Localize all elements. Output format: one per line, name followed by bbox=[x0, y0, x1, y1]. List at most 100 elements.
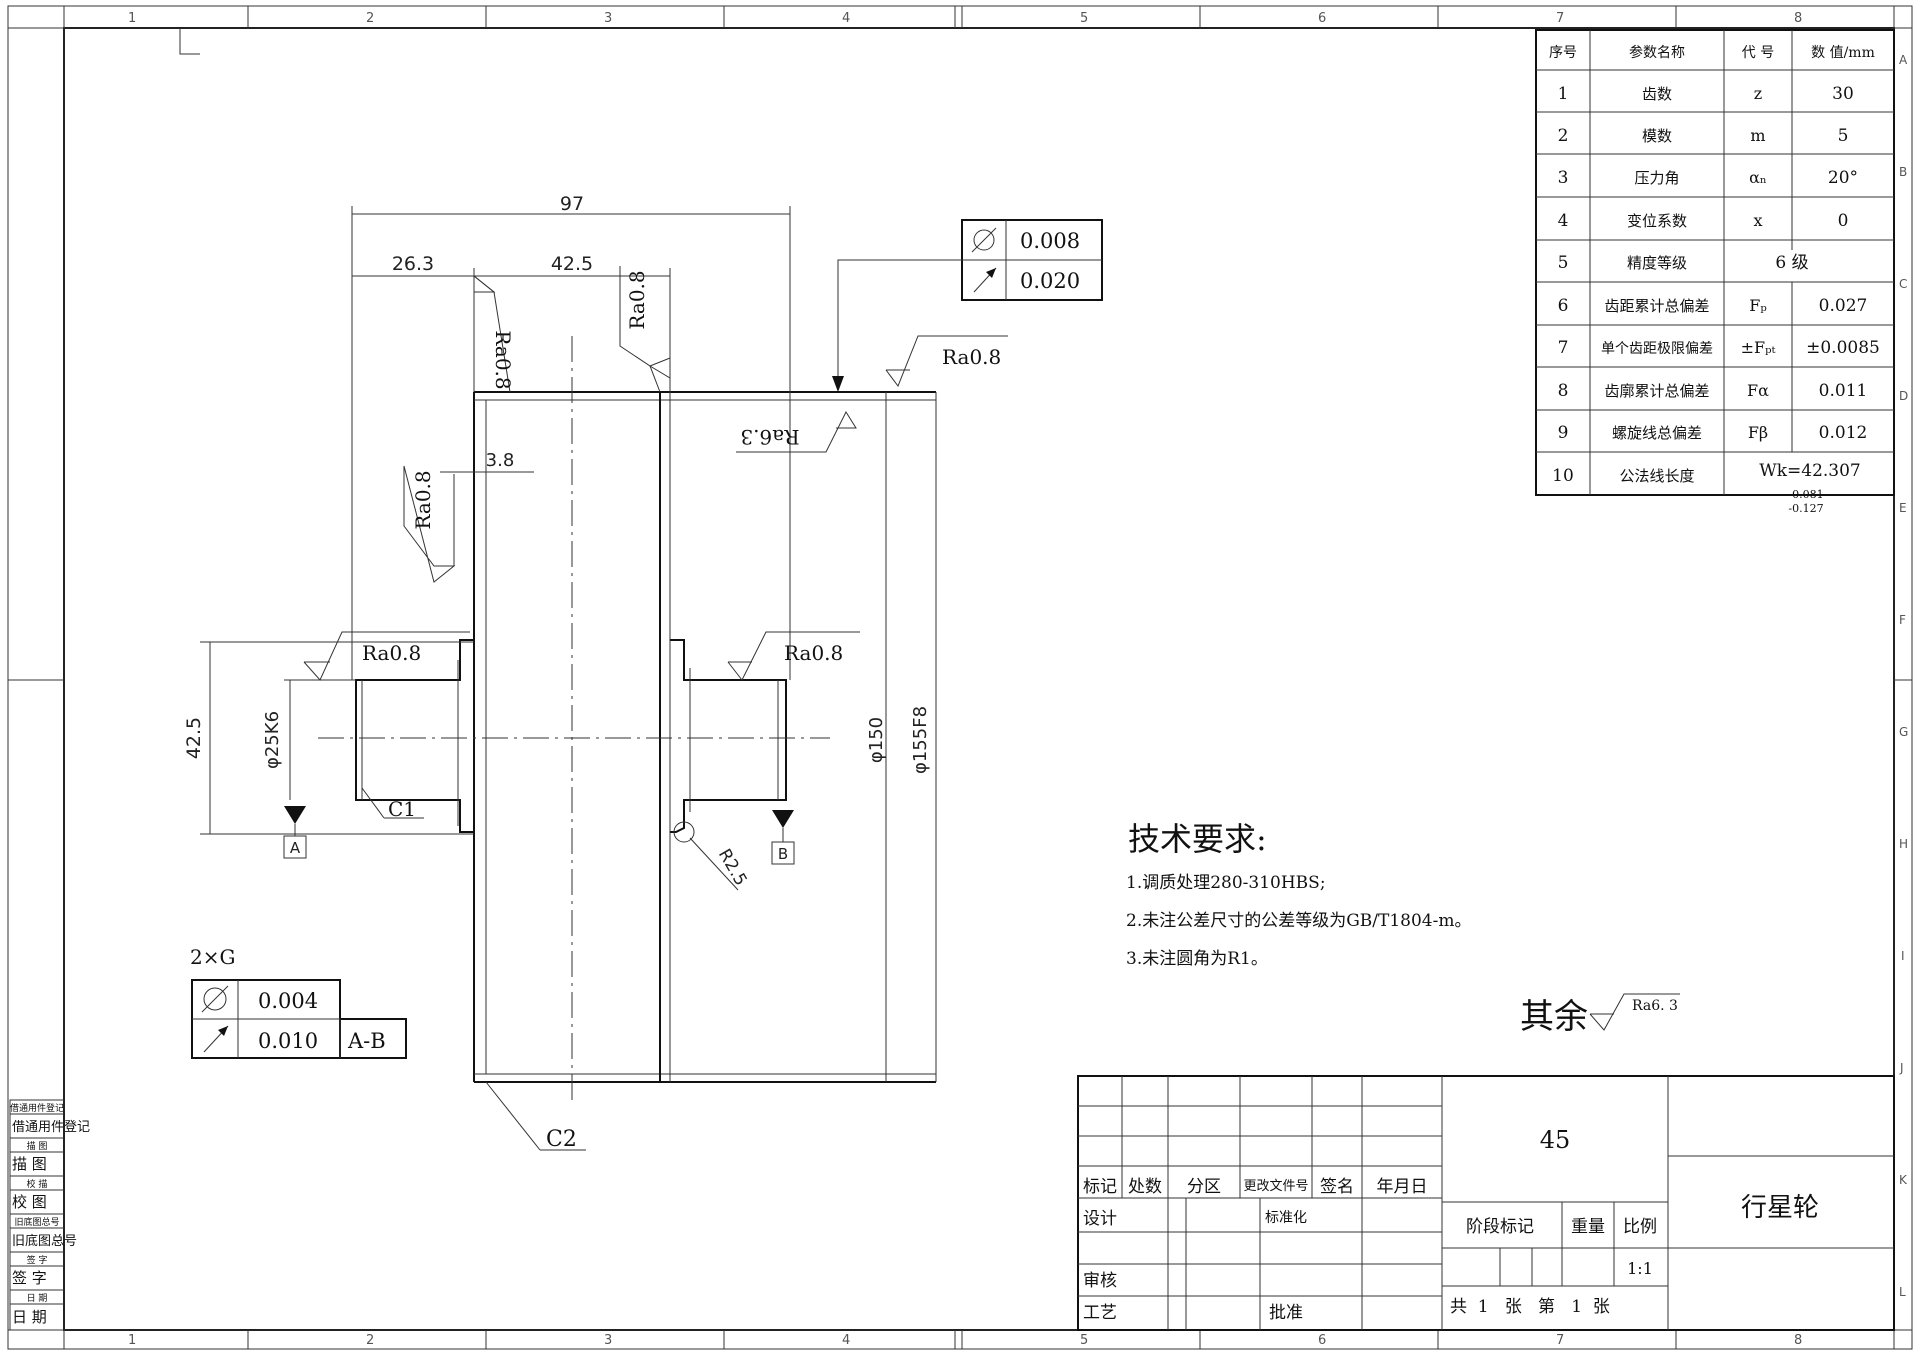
row-value: ±0.0085 bbox=[1806, 338, 1880, 358]
row-no: 6 bbox=[1558, 296, 1569, 316]
wk-tolerance-upper: -0.081 bbox=[1788, 488, 1823, 501]
row-no: 1 bbox=[1558, 84, 1569, 104]
tolerance-frame-top: 0.008 0.020 bbox=[832, 219, 1103, 392]
wk-tolerance-lower: -0.127 bbox=[1788, 502, 1823, 515]
row-name: 螺旋线总偏差 bbox=[1612, 424, 1702, 442]
roughness-ra08-right-shaft: Ra0.8 bbox=[727, 631, 860, 681]
title-sheets: 共 1 张 第 1 张 bbox=[1450, 1297, 1610, 1317]
row-no: 10 bbox=[1552, 466, 1574, 486]
tech-req-item: 2.未注公差尺寸的公差等级为GB/T1804-m。 bbox=[1126, 911, 1472, 931]
chamfer-c1: C1 bbox=[361, 787, 424, 821]
other-roughness-label: 其余 bbox=[1520, 997, 1588, 1037]
dimension-97: 97 bbox=[351, 193, 791, 680]
row-letter: K bbox=[1899, 1173, 1908, 1187]
table-header: 数 值/mm bbox=[1811, 45, 1875, 61]
dimension-42-5-top: 42.5 bbox=[474, 253, 671, 392]
tech-req-title: 技术要求: bbox=[1128, 820, 1267, 858]
col-number: 8 bbox=[1794, 1333, 1802, 1348]
roughness-label: Ra0.8 bbox=[942, 345, 1001, 369]
dimension-26-3: 26.3 bbox=[352, 253, 475, 392]
title-h-sign: 签名 bbox=[1320, 1177, 1354, 1197]
row-code: z bbox=[1754, 84, 1762, 103]
row-no: 7 bbox=[1558, 338, 1569, 358]
roughness-label: Ra6.3 bbox=[740, 425, 799, 449]
row-code: Fβ bbox=[1748, 423, 1768, 442]
sheet-frame bbox=[7, 5, 1913, 1350]
side-item: 借通用件登记 bbox=[12, 1120, 90, 1135]
row-name: 压力角 bbox=[1634, 169, 1679, 187]
col-number: 8 bbox=[1794, 11, 1802, 26]
row-code: Fα bbox=[1747, 381, 1769, 400]
side-item: 校 图 bbox=[12, 1193, 47, 1211]
dim-phi150-label: φ150 bbox=[866, 717, 887, 763]
col-number: 4 bbox=[842, 1333, 850, 1348]
row-letter: C bbox=[1899, 277, 1907, 291]
column-labels-bottom: 1 2 3 4 5 6 7 8 bbox=[128, 1330, 1802, 1349]
column-labels-top: 1 2 3 4 5 6 7 8 bbox=[128, 6, 1802, 28]
row-no: 5 bbox=[1558, 253, 1569, 273]
row-no: 4 bbox=[1558, 211, 1569, 231]
dim-42-5-left-label: 42.5 bbox=[183, 717, 205, 759]
row-value: 20° bbox=[1828, 168, 1858, 188]
radius-r2-5-label: R2.5 bbox=[714, 846, 751, 890]
title-material: 45 bbox=[1540, 1126, 1571, 1154]
dim-3-8-label: 3.8 bbox=[486, 450, 515, 471]
side-item: 描 图 bbox=[12, 1155, 47, 1173]
circular-runout-icon bbox=[971, 227, 997, 253]
table-header: 序号 bbox=[1549, 45, 1577, 61]
row-no: 3 bbox=[1558, 168, 1569, 188]
row-no: 8 bbox=[1558, 381, 1569, 401]
row-letter: E bbox=[1899, 501, 1907, 515]
datum-a-label: A bbox=[290, 839, 301, 857]
row-value: 30 bbox=[1832, 84, 1854, 104]
row-value: 0.012 bbox=[1819, 423, 1868, 443]
col-number: 5 bbox=[1080, 11, 1088, 26]
row-value: 0.027 bbox=[1819, 296, 1868, 316]
row-letter: B bbox=[1899, 165, 1907, 179]
row-value: 5 bbox=[1838, 126, 1849, 146]
row-value: 6 级 bbox=[1775, 253, 1808, 273]
roughness-ra08-top-left: Ra0.8 bbox=[473, 274, 515, 393]
title-weight: 重量 bbox=[1571, 1217, 1605, 1237]
roughness-ra08-top-right: Ra0.8 bbox=[619, 266, 671, 393]
technical-requirements: 技术要求: 1.调质处理280-310HBS; 2.未注公差尺寸的公差等级为GB… bbox=[1126, 820, 1472, 969]
row-no: 9 bbox=[1558, 423, 1569, 443]
title-scale: 1:1 bbox=[1627, 1259, 1653, 1278]
col-number: 2 bbox=[366, 11, 374, 26]
row-no: 2 bbox=[1558, 126, 1569, 146]
row-value: 0 bbox=[1838, 211, 1849, 231]
title-approve: 批准 bbox=[1269, 1303, 1303, 1323]
other-roughness: 其余 Ra6. 3 bbox=[1520, 993, 1680, 1037]
title-h-marks: 标记 bbox=[1083, 1177, 1117, 1197]
col-number: 3 bbox=[604, 1333, 612, 1348]
tol-runout-value: 0.010 bbox=[258, 1029, 318, 1053]
tol-datum-value: A-B bbox=[347, 1029, 386, 1053]
title-process: 工艺 bbox=[1083, 1303, 1117, 1323]
side-item: 签 字 bbox=[12, 1269, 47, 1287]
chamfer-c2-label: C2 bbox=[546, 1127, 577, 1152]
col-number: 5 bbox=[1080, 1333, 1088, 1348]
side-item: 校 描 bbox=[27, 1178, 48, 1190]
title-h-zone: 分区 bbox=[1187, 1177, 1221, 1197]
runout-arrow-icon bbox=[973, 267, 997, 293]
roughness-label: Ra0.8 bbox=[491, 330, 515, 389]
title-h-doc: 更改文件号 bbox=[1243, 1179, 1308, 1194]
row-letter: L bbox=[1899, 1285, 1906, 1299]
row-name: 模数 bbox=[1642, 127, 1672, 145]
title-block: 标记 处数 分区 更改文件号 签名 年月日 设计 标准化 审核 工艺 批准 45… bbox=[1077, 1075, 1895, 1331]
tol-runout-value: 0.020 bbox=[1020, 269, 1080, 293]
corner-marks bbox=[179, 28, 200, 55]
row-code: αₙ bbox=[1749, 168, 1767, 187]
roughness-ra08-left-shaft: Ra0.8 bbox=[303, 631, 470, 681]
row-name: 精度等级 bbox=[1627, 254, 1687, 272]
row-name: 齿数 bbox=[1642, 85, 1672, 103]
roughness-ra63-top: Ra6.3 bbox=[736, 410, 857, 453]
tolerance-frame-left: 2×G 0.004 0.010 A-B bbox=[190, 945, 407, 1059]
row-name: 齿距累计总偏差 bbox=[1604, 297, 1709, 315]
roughness-label: Ra0.8 bbox=[784, 641, 843, 665]
parameter-table: 序号 参数名称 代 号 数 值/mm 1 齿数 z 30 2 模数 m 5 3 … bbox=[1535, 29, 1895, 515]
side-item: 旧底图总号 bbox=[12, 1233, 77, 1249]
chamfer-c2: C2 bbox=[485, 1081, 586, 1152]
row-letter: A bbox=[1899, 53, 1908, 67]
